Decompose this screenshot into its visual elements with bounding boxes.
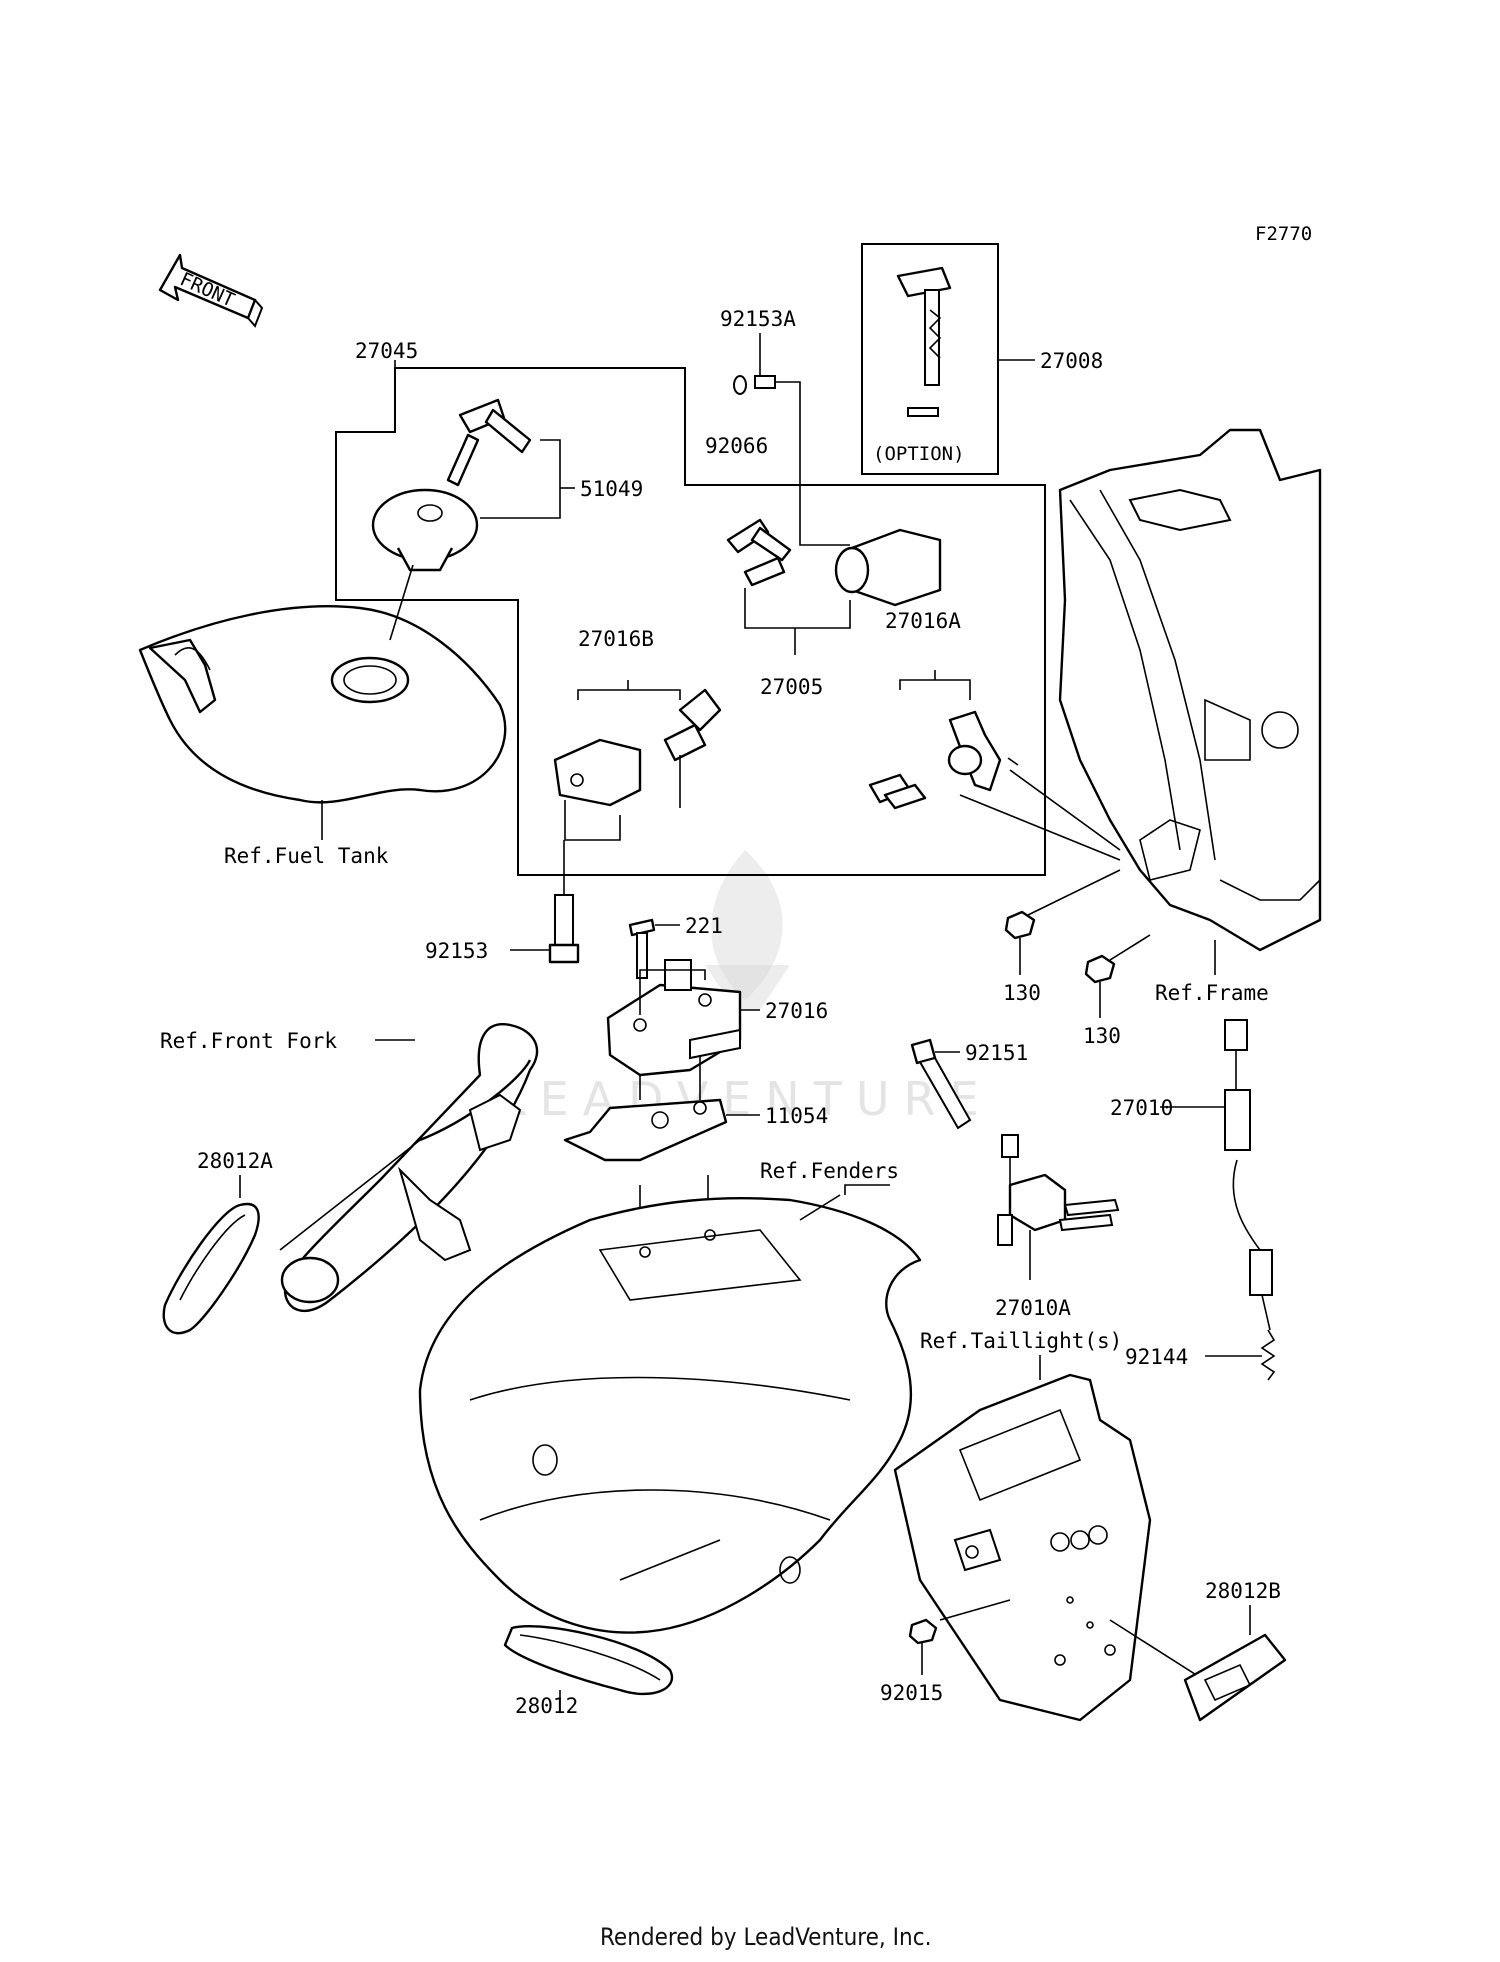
nut-92015: 92015 — [880, 1618, 943, 1705]
reflector-28012: 28012 — [503, 1539, 721, 1718]
ref-frame-label: Ref.Frame — [1155, 981, 1269, 1005]
part-28012B[interactable]: 28012B — [1205, 1579, 1281, 1603]
figure-code: F2770 — [1255, 223, 1312, 245]
part-130-a[interactable]: 130 — [1003, 981, 1041, 1005]
front-arrow-icon: FRONT — [158, 253, 264, 328]
part-27005[interactable]: 27005 — [760, 675, 823, 699]
part-27010A[interactable]: 27010A — [995, 1296, 1071, 1320]
lock-27016: 27016 — [606, 959, 828, 1077]
part-221[interactable]: 221 — [685, 914, 723, 938]
part-92153[interactable]: 92153 — [425, 939, 488, 963]
part-92144[interactable]: 92144 — [1125, 1345, 1188, 1369]
front-fork-ref: Ref.Front Fork — [160, 1023, 539, 1312]
screw-221: 221 — [628, 914, 723, 979]
ref-fuel-tank-label: Ref.Fuel Tank — [224, 844, 389, 868]
option-key-box: (OPTION) — [861, 243, 999, 475]
watermark-text: LEADVENTURE — [500, 1072, 993, 1126]
part-92015[interactable]: 92015 — [880, 1681, 943, 1705]
ref-fenders-label: Ref.Fenders — [760, 1159, 899, 1183]
ignition-lock-27005: 27005 — [726, 518, 942, 699]
watermark-logo: LEADVENTURE — [500, 850, 993, 1126]
switch-27010A: 27010A — [995, 1134, 1120, 1320]
footer-credit: Rendered by LeadVenture, Inc. — [600, 1923, 931, 1951]
reflector-28012B: 28012B — [1183, 1579, 1287, 1722]
bolt-92151: 92151 — [910, 1038, 1028, 1130]
part-11054[interactable]: 11054 — [765, 1104, 828, 1128]
part-28012[interactable]: 28012 — [515, 1694, 578, 1718]
reflector-28012A: 28012A — [162, 1149, 273, 1335]
part-92153A[interactable]: 92153A — [720, 307, 796, 331]
part-92066[interactable]: 92066 — [705, 434, 768, 458]
lock-27016B: 27016B — [553, 627, 722, 841]
option-note: (OPTION) — [873, 443, 965, 465]
bolts-130: 130 130 — [1003, 869, 1151, 1048]
part-130-b[interactable]: 130 — [1083, 1024, 1121, 1048]
screw-92153A — [754, 375, 776, 389]
fuel-cap-assembly: 51049 — [371, 398, 643, 641]
part-92151[interactable]: 92151 — [965, 1041, 1028, 1065]
washer-92066 — [733, 375, 747, 395]
part-27010[interactable]: 27010 — [1110, 1096, 1173, 1120]
lock-27016A: 27016A — [868, 609, 1121, 861]
sensor-27010: 27010 92144 — [1110, 1019, 1276, 1381]
part-27045[interactable]: 27045 — [355, 339, 418, 363]
ref-front-fork-label: Ref.Front Fork — [160, 1029, 337, 1053]
fuel-tank-ref: Ref.Fuel Tank — [138, 605, 507, 868]
ref-taillight-label: Ref.Taillight(s) — [920, 1329, 1122, 1353]
bolt-92153: 92153 — [425, 840, 580, 964]
front-arrow-label: FRONT — [177, 268, 238, 311]
part-51049[interactable]: 51049 — [580, 477, 643, 501]
part-28012A[interactable]: 28012A — [197, 1149, 273, 1173]
part-27016[interactable]: 27016 — [765, 999, 828, 1023]
frame-ref: Ref.Frame — [1058, 428, 1322, 1005]
part-27016A[interactable]: 27016A — [885, 609, 961, 633]
taillight-ref: Ref.Taillight(s) — [893, 1329, 1221, 1722]
fender-ref: Ref.Fenders — [418, 1159, 922, 1634]
part-27008[interactable]: 27008 — [1040, 349, 1103, 373]
part-27016B[interactable]: 27016B — [578, 627, 654, 651]
